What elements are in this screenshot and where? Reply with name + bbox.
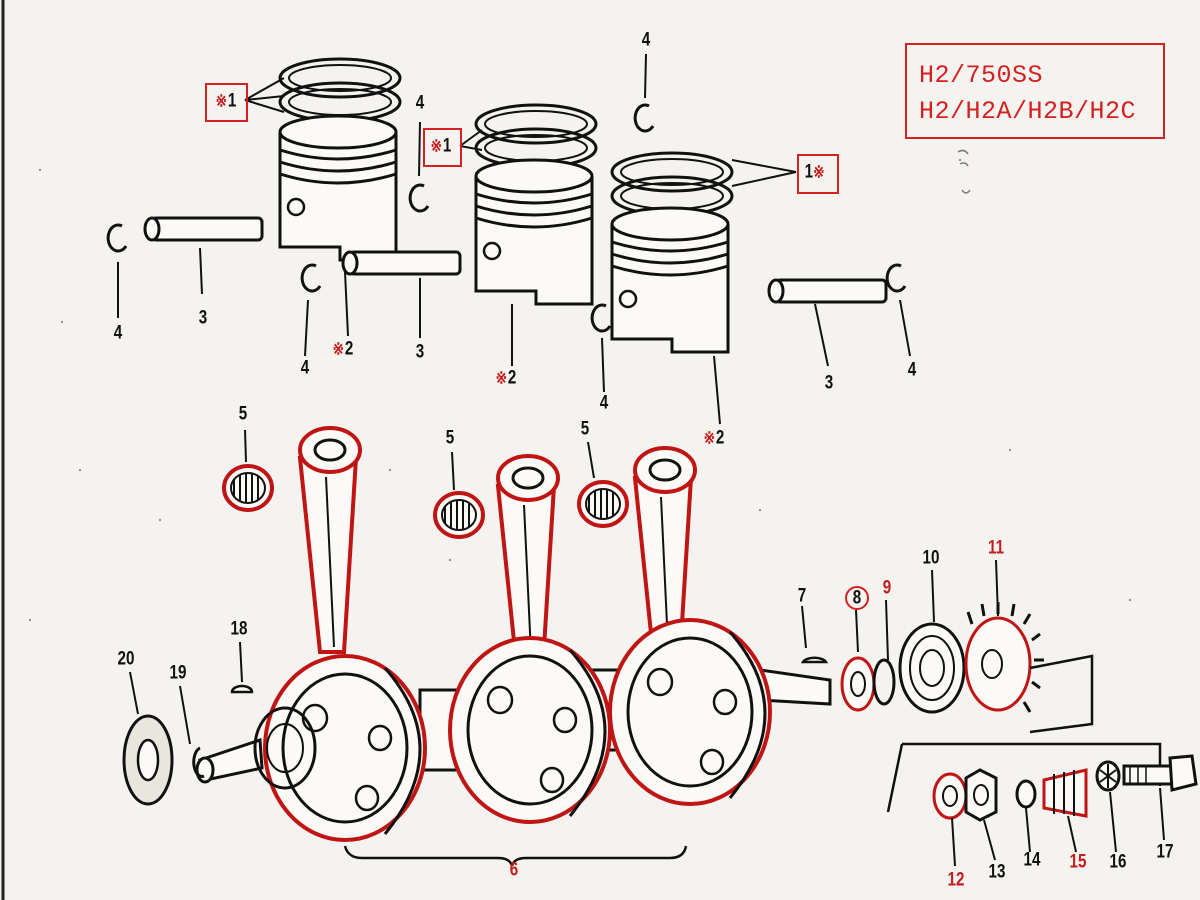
callout-10-bearing: 10 bbox=[922, 547, 940, 569]
piston-ring-set-2 bbox=[474, 103, 598, 169]
crank-web-2 bbox=[448, 636, 612, 824]
highlight-box-1c bbox=[797, 154, 839, 194]
piston-pin-2 bbox=[341, 250, 462, 276]
callout-20-oil-seal: 20 bbox=[117, 648, 135, 670]
highlight-box-1a bbox=[205, 83, 248, 122]
callout-1-rings-a: ※1 bbox=[215, 90, 237, 112]
callout-8-circle bbox=[845, 586, 869, 610]
callout-1-rings-c: 1※ bbox=[804, 161, 825, 183]
piston-1 bbox=[278, 114, 398, 262]
needle-bearing-1 bbox=[222, 464, 274, 512]
model-title-line-1: H2/750SS bbox=[919, 61, 1044, 90]
callout-4-clip-e: 4 bbox=[599, 392, 609, 414]
callout-3-pin-c: 3 bbox=[824, 372, 834, 394]
callout-14-washer: 14 bbox=[1023, 849, 1041, 871]
callout-1-rings-b: ※1 bbox=[430, 135, 452, 157]
crank-web-1 bbox=[263, 654, 427, 842]
circlip-2 bbox=[300, 263, 322, 293]
model-title-line-2: H2/H2A/H2B/H2C bbox=[919, 97, 1137, 126]
circlip-19 bbox=[192, 746, 205, 778]
circlip-4 bbox=[633, 103, 655, 133]
crank-web-3 bbox=[608, 618, 772, 806]
nut-13 bbox=[964, 768, 998, 822]
lock-washer-16 bbox=[1095, 760, 1121, 792]
washer-12 bbox=[932, 772, 968, 820]
spacer-8 bbox=[840, 656, 876, 712]
highlight-box-1b bbox=[423, 128, 462, 167]
callout-17-bolt: 17 bbox=[1156, 841, 1174, 863]
piston-3 bbox=[610, 206, 730, 354]
callout-9-oring: 9 bbox=[882, 577, 892, 599]
needle-bearing-2 bbox=[433, 491, 485, 539]
callout-16-lock-washer: 16 bbox=[1109, 851, 1127, 873]
oil-seal-20 bbox=[122, 714, 174, 806]
piston-2 bbox=[474, 158, 594, 306]
callout-5-bearing-b: 5 bbox=[445, 427, 455, 449]
key-7 bbox=[800, 656, 829, 664]
piston-ring-set-1 bbox=[278, 57, 402, 123]
callout-4-clip-a: 4 bbox=[113, 322, 123, 344]
callout-4-clip-d: 4 bbox=[641, 29, 651, 51]
circlip-5 bbox=[590, 303, 612, 333]
callout-3-pin-a: 3 bbox=[198, 307, 208, 329]
circlip-6 bbox=[885, 263, 907, 293]
piston-pin-3 bbox=[767, 278, 888, 304]
crankshaft-brace bbox=[343, 845, 688, 867]
piston-pin-1 bbox=[143, 216, 264, 242]
callout-5-bearing-c: 5 bbox=[580, 418, 590, 440]
callout-4-clip-b: 4 bbox=[300, 357, 310, 379]
circlip-1 bbox=[106, 223, 128, 253]
callout-15-pinion: 15 bbox=[1069, 851, 1087, 873]
connecting-rod-1 bbox=[298, 426, 362, 654]
callout-2-piston-a: ※2 bbox=[332, 338, 354, 360]
o-ring-9 bbox=[872, 658, 896, 706]
crankshaft-assembly bbox=[195, 426, 832, 842]
callout-4-clip-f: 4 bbox=[907, 359, 917, 381]
callout-5-bearing-a: 5 bbox=[238, 403, 248, 425]
model-title-box: H2/750SS H2/H2A/H2B/H2C bbox=[905, 43, 1165, 139]
pinion-15 bbox=[1042, 768, 1088, 818]
piston-ring-set-3 bbox=[610, 151, 734, 217]
gear-11 bbox=[964, 602, 1044, 713]
callout-18-key: 18 bbox=[230, 618, 248, 640]
callout-3-pin-b: 3 bbox=[415, 341, 425, 363]
washer-14 bbox=[1015, 779, 1037, 809]
circlip-3 bbox=[408, 183, 430, 213]
callout-7-key: 7 bbox=[797, 585, 807, 607]
ball-bearing-10 bbox=[898, 622, 966, 714]
callout-13-nut: 13 bbox=[988, 861, 1006, 883]
key-18 bbox=[230, 684, 254, 694]
callout-6-crankshaft: 6 bbox=[509, 859, 519, 881]
callout-11-gear: 11 bbox=[987, 537, 1005, 559]
callout-2-piston-c: ※2 bbox=[703, 427, 725, 449]
callout-4-clip-c: 4 bbox=[415, 92, 425, 114]
bolt-17 bbox=[1122, 754, 1198, 792]
callout-19-circlip: 19 bbox=[169, 662, 187, 684]
callout-2-piston-b: ※2 bbox=[495, 367, 517, 389]
callout-12-washer: 12 bbox=[947, 869, 965, 891]
needle-bearing-3 bbox=[577, 480, 629, 528]
